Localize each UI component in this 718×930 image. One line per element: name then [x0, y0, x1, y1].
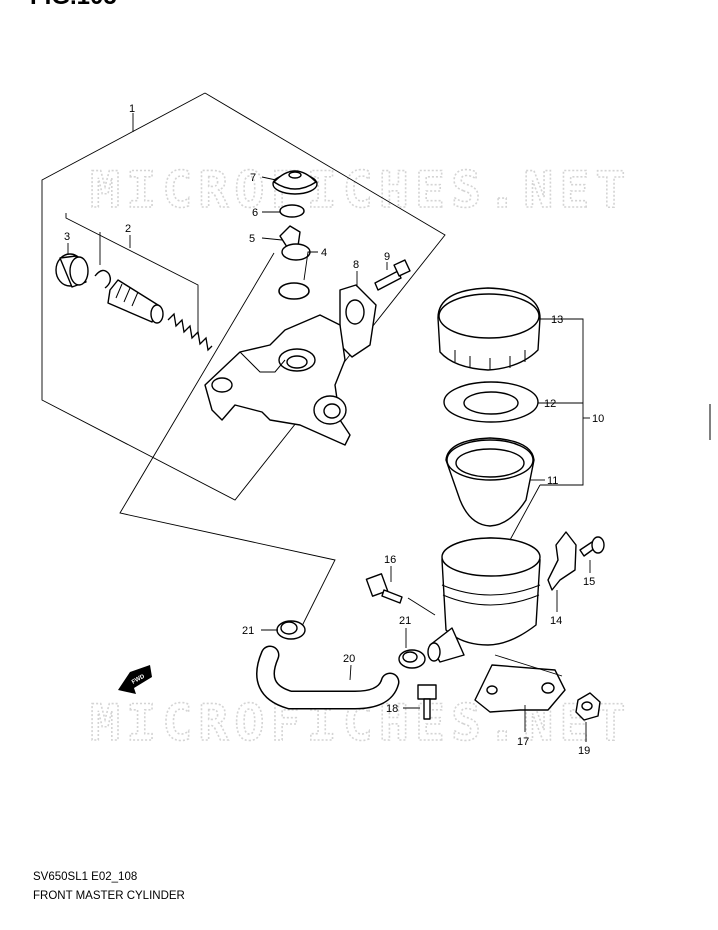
- callout-1: 1: [129, 103, 135, 115]
- leader-20: [349, 664, 352, 681]
- part-13-reservoir-cap: [437, 287, 541, 371]
- part-10-reservoir: [427, 537, 541, 663]
- part-4-oring: [278, 282, 310, 300]
- part-8-clamp: [339, 284, 377, 358]
- model-code: SV650SL1 E02_108: [33, 871, 138, 883]
- fwd-arrow-icon: FWD: [118, 665, 152, 694]
- callout-6: 6: [252, 207, 258, 219]
- callout-18: 18: [386, 703, 398, 715]
- diagram-title: FRONT MASTER CYLINDER: [33, 890, 185, 902]
- leader-17b: [494, 654, 563, 677]
- callout-9: 9: [384, 251, 390, 263]
- callout-7: 7: [250, 172, 256, 184]
- callout-14: 14: [550, 615, 562, 627]
- callout-12: 12: [544, 398, 556, 410]
- callout-21-right: 21: [399, 615, 411, 627]
- leader-reservoir: [509, 484, 541, 541]
- callout-17: 17: [517, 736, 529, 748]
- callout-15: 15: [583, 576, 595, 588]
- part-16-bolt: [365, 573, 403, 604]
- figure-title: FIG.105: [30, 0, 117, 10]
- part-15-screw: [579, 536, 605, 557]
- leader-5: [261, 237, 283, 241]
- part-circlip: [94, 269, 112, 289]
- part-12-plate: [443, 381, 539, 423]
- part-21-clamp-a: [276, 620, 306, 640]
- part-11-diaphragm: [445, 437, 535, 527]
- part-9-bolt: [374, 259, 411, 291]
- bracket-10: [538, 318, 584, 486]
- callout-4: 4: [321, 247, 327, 259]
- master-cylinder-body: [204, 314, 351, 446]
- callout-3: 3: [64, 231, 70, 243]
- footer: SV650SL1 E02_108 FRONT MASTER CYLINDER: [33, 868, 185, 906]
- watermark-top: MICROFICHES.NET: [90, 161, 632, 219]
- part-19-nut: [575, 692, 601, 721]
- callout-13: 13: [551, 314, 563, 326]
- hose-connection-line: [119, 252, 336, 631]
- part-21-clamp-b: [398, 649, 426, 669]
- callout-10: 10: [592, 413, 604, 425]
- callout-11: 11: [547, 475, 558, 487]
- callout-8: 8: [353, 259, 359, 271]
- callout-2: 2: [125, 223, 131, 235]
- bracket-2: [65, 213, 199, 335]
- callout-5: 5: [249, 233, 255, 245]
- part-18-bolt: [417, 684, 437, 720]
- part-14-bracket: [547, 531, 577, 591]
- leader-16b: [407, 597, 436, 616]
- part-20-hose: [257, 647, 398, 708]
- part-17-stay: [474, 664, 566, 713]
- leader-7: [261, 176, 277, 181]
- part-5-connector: [279, 225, 311, 261]
- assembly-boundary: [41, 92, 446, 501]
- leader-4: [303, 251, 318, 281]
- part-2-piston: [107, 279, 213, 352]
- callout-21-left: 21: [242, 625, 254, 637]
- part-7-cover: [272, 170, 318, 195]
- part-3-boot: [55, 253, 89, 288]
- callout-16: 16: [384, 554, 396, 566]
- callout-20: 20: [343, 653, 355, 665]
- part-6-clip: [279, 204, 305, 218]
- callout-19: 19: [578, 745, 590, 757]
